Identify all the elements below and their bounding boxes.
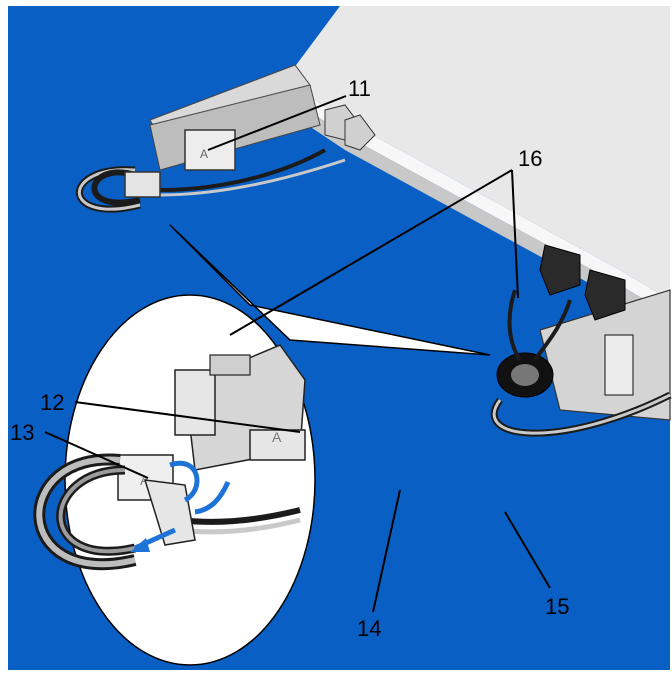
callout-11: 11 <box>348 76 371 101</box>
leader-lines <box>44 95 551 613</box>
leader-13 <box>44 431 149 479</box>
leader-11 <box>207 95 347 151</box>
callout-14: 14 <box>357 616 381 641</box>
callout-12: 12 <box>40 390 64 415</box>
callout-15: 15 <box>545 594 569 619</box>
svg-text:A: A <box>272 429 282 445</box>
svg-text:A: A <box>200 147 208 161</box>
leader-12 <box>74 401 301 433</box>
callout-13: 13 <box>10 420 34 445</box>
leader-16a <box>229 169 513 336</box>
leader-15 <box>504 511 551 589</box>
leader-14 <box>372 489 401 613</box>
right-rail-assembly <box>490 244 672 437</box>
magnifier-callout: A A <box>33 224 491 666</box>
callout-16: 16 <box>518 146 542 171</box>
leader-16b <box>511 169 519 299</box>
